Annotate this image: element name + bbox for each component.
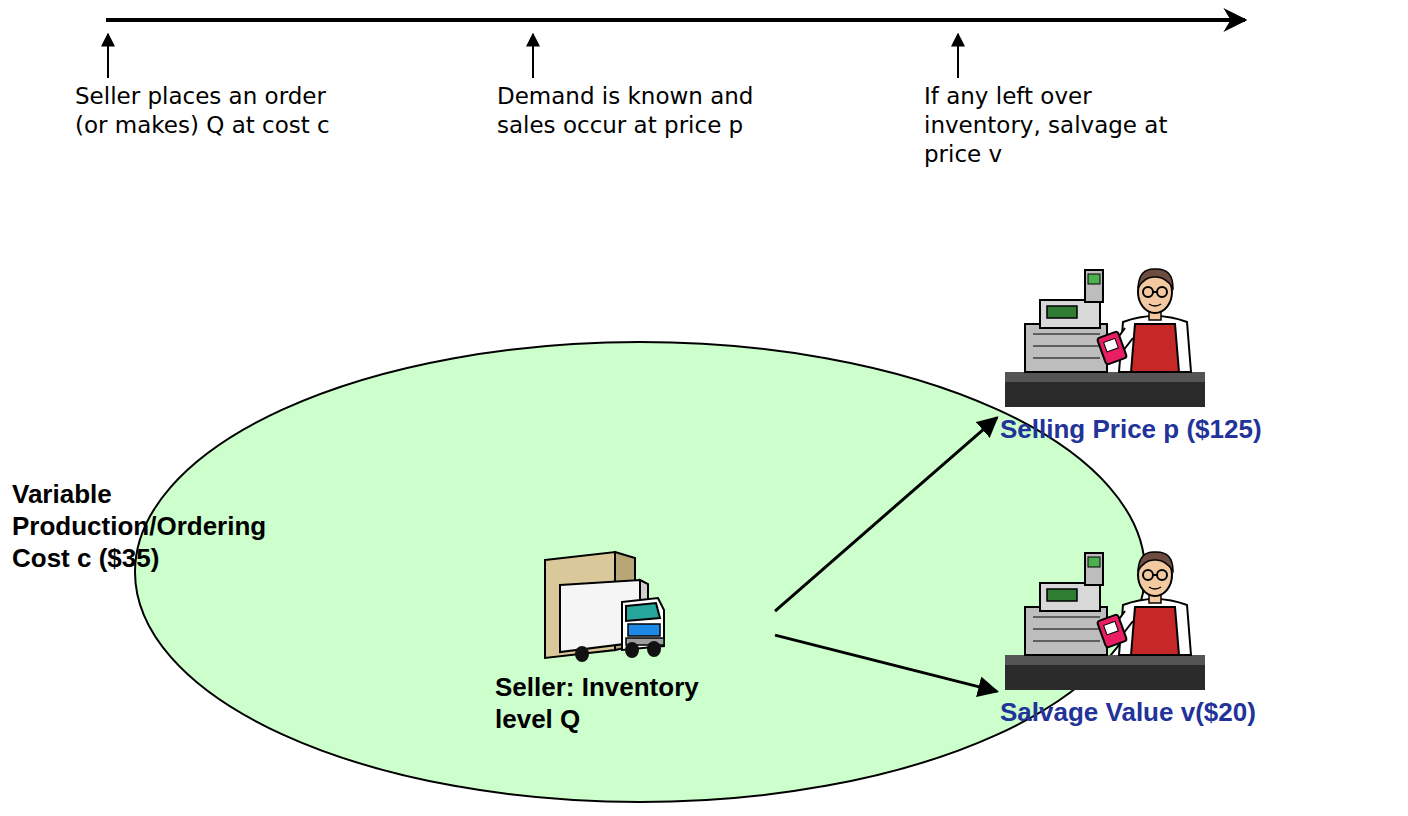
node-label: Salvage Value v($20) [1000,696,1256,728]
flow-arrow [775,418,997,612]
cost-label: Variable Production/Ordering Cost c ($35… [12,478,312,574]
seller-node: Seller: Inventory level Q [495,550,775,735]
salvage-node: Salvage Value v($20) [1000,545,1256,728]
truck-illustration [540,550,670,665]
timeline-note: Seller places an order (or makes) Q at c… [75,82,345,140]
seller-region [135,342,1145,802]
cashier-illustration [1005,545,1205,690]
timeline-arrow [106,18,1245,22]
timeline-markers [108,34,958,78]
node-label: Selling Price p ($125) [1000,413,1262,445]
timeline-note: Demand is known and sales occur at price… [497,82,767,140]
timeline-note: If any left over inventory, salvage at p… [924,82,1194,169]
sales-node: Selling Price p ($125) [1000,262,1262,445]
node-label: Seller: Inventory level Q [495,671,727,735]
flow-arrow [775,635,997,691]
cashier-illustration [1005,262,1205,407]
